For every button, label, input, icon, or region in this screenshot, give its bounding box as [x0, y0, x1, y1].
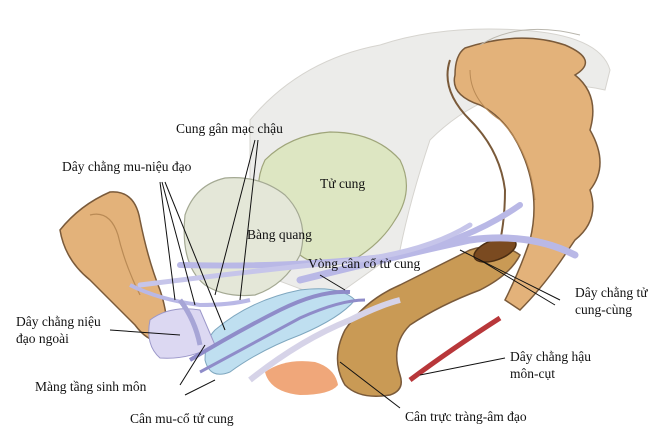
label-cung-gan-mac-chau: Cung gân mạc chậu — [176, 120, 283, 137]
perineal-body — [265, 361, 338, 395]
label-tu-cung: Tử cung — [320, 175, 365, 192]
label-day-chang-nieu-dao-ngoai-line1: Dây chằng niệu — [16, 313, 101, 330]
label-day-chang-mu-nieu-dao: Dây chằng mu-niệu đạo — [62, 158, 191, 175]
label-mang-tang-sinh-mon: Màng tầng sinh môn — [35, 378, 146, 395]
anococcygeal-ligament — [410, 318, 500, 380]
label-day-chang-hau-mon-cut-line2: môn-cụt — [510, 365, 555, 382]
label-vong-can-co-tu-cung: Vòng cân cổ tử cung — [308, 255, 420, 272]
label-day-chang-nieu-dao-ngoai-line2: đạo ngoài — [16, 330, 69, 347]
label-day-chang-hau-mon-cut-line1: Dây chằng hậu — [510, 348, 591, 365]
label-can-truc-trang-am-dao: Cân trực tràng-âm đạo — [405, 408, 527, 425]
label-day-chang-tu-cung-cung-line2: cung-cùng — [575, 301, 632, 318]
label-bang-quang: Bàng quang — [247, 226, 312, 243]
label-can-mu-co-tu-cung: Cân mu-cổ tử cung — [130, 410, 234, 427]
vagina-shape — [205, 289, 355, 375]
label-day-chang-tu-cung-cung-line1: Dây chằng tử — [575, 284, 648, 301]
